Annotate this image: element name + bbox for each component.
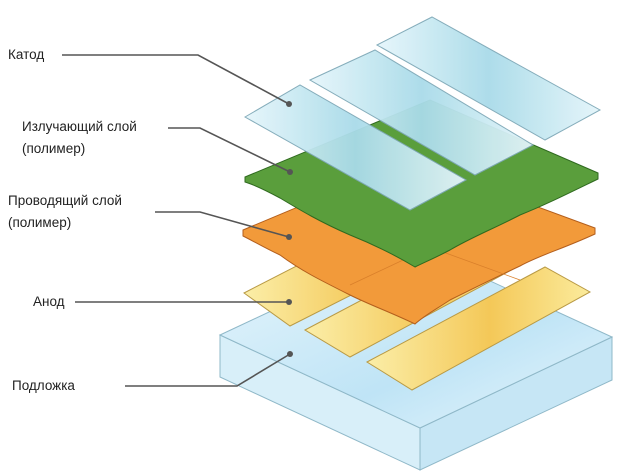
label-cathode: Катод <box>8 47 45 62</box>
leader-lines <box>62 54 291 387</box>
cathode-strips <box>243 16 602 211</box>
anode-strip <box>366 266 592 391</box>
label-conductive-line1: Проводящий слой <box>8 193 122 208</box>
label-substrate: Подложка <box>12 378 75 393</box>
label-conductive: Проводящий слой (полимер) <box>8 190 122 234</box>
conductive-dot <box>286 234 292 240</box>
label-emissive: Излучающий слой (полимер) <box>22 116 137 160</box>
label-conductive-line2: (полимер) <box>8 215 72 230</box>
cathode-dot <box>286 101 292 107</box>
cathode-strip <box>375 16 602 141</box>
cathode-strip <box>243 84 468 211</box>
cathode-strip <box>308 49 535 176</box>
substrate-dot <box>287 351 293 357</box>
anode-dot <box>286 299 292 305</box>
label-emissive-line1: Излучающий слой <box>22 119 137 134</box>
label-anode: Анод <box>33 294 65 309</box>
label-emissive-line2: (полимер) <box>22 141 86 156</box>
emissive-dot <box>287 169 293 175</box>
